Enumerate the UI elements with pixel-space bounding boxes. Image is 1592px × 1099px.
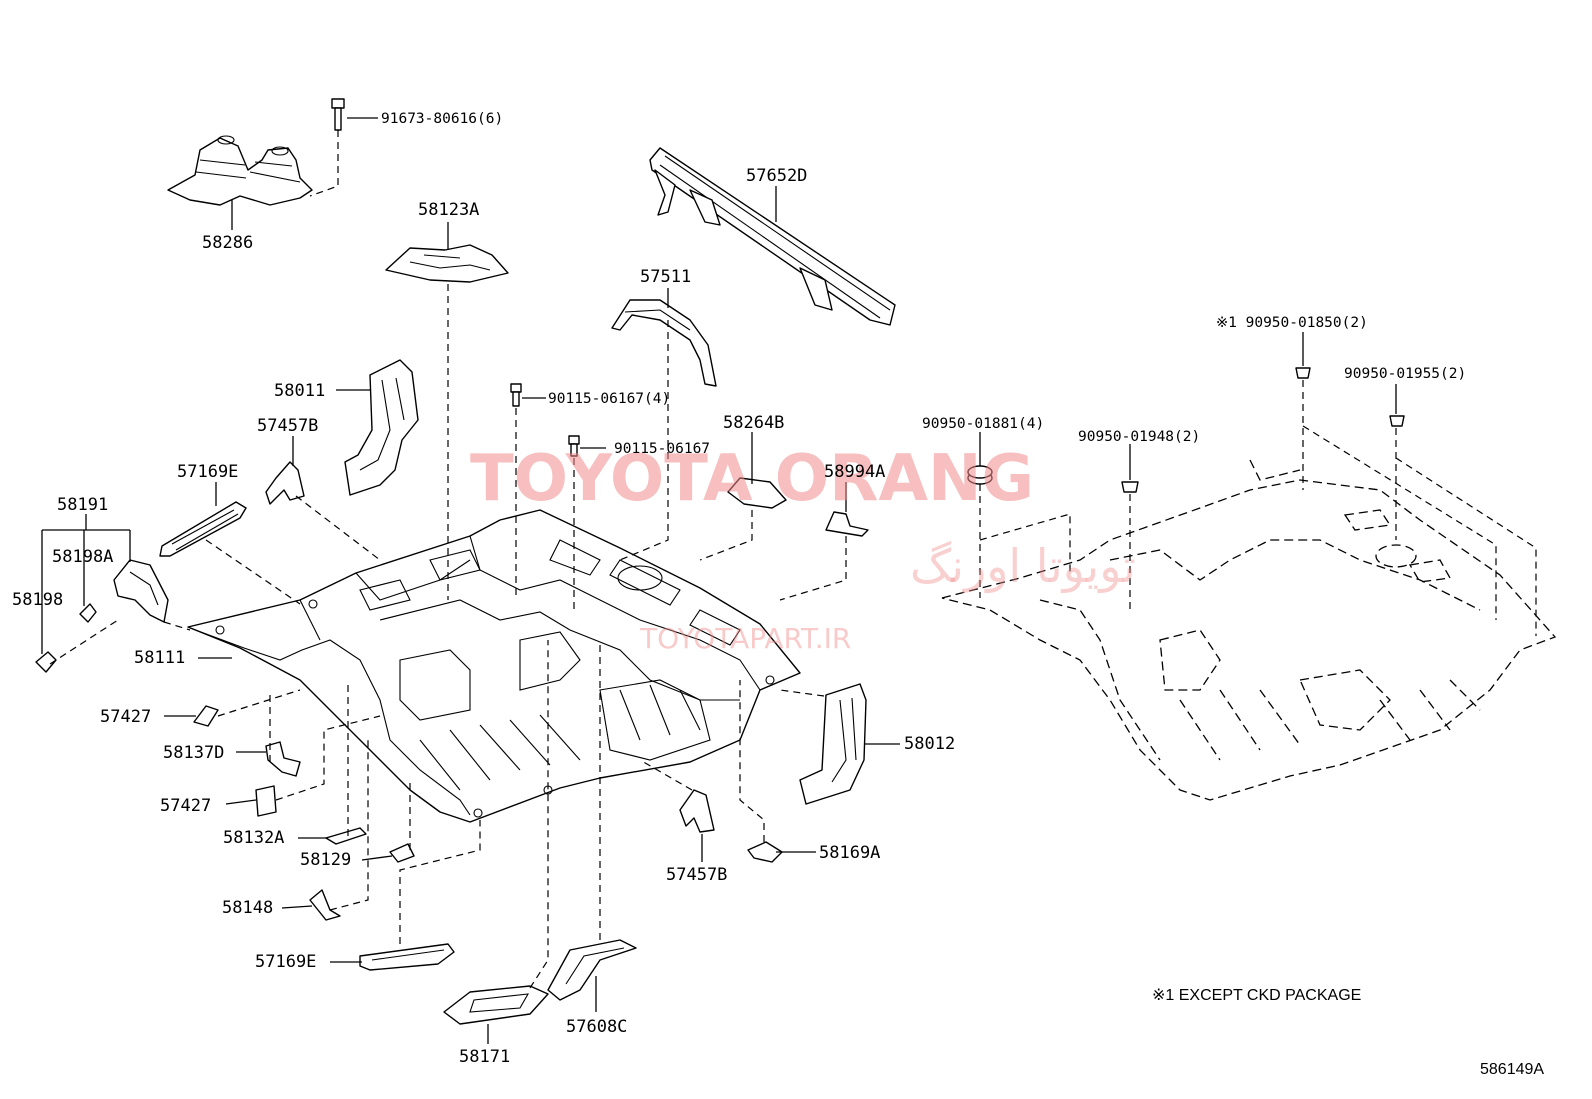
part-58011-panel — [344, 359, 419, 496]
bolt-90115-4-icon — [510, 383, 522, 407]
bolt-91673-icon — [331, 98, 345, 131]
plug-90950-01850-icon — [1295, 367, 1311, 379]
bolt-90115-icon — [568, 435, 580, 457]
label-58137D: 58137D — [163, 743, 224, 763]
label-90950-01881: 90950-01881(4) — [922, 416, 1044, 432]
label-57457B-top: 57457B — [257, 416, 318, 436]
clip-58198-icon — [35, 651, 57, 673]
clip-58198A-icon — [79, 603, 97, 623]
watermark-persian: تویوتا اورنگ — [910, 539, 1136, 594]
label-91673-80616: 91673-80616(6) — [381, 111, 503, 127]
label-57608C: 57608C — [566, 1017, 627, 1037]
part-57427-pad-b — [255, 785, 277, 817]
part-58012-panel — [799, 683, 867, 805]
label-90115-06167-4: 90115-06167(4) — [548, 391, 670, 407]
watermark: TOYOTA ORANG تویوتا اورنگ TOYOTAPART.IR — [470, 442, 1136, 655]
main-floor-pan — [187, 509, 801, 823]
plug-90950-01955-icon — [1389, 415, 1405, 427]
label-58111: 58111 — [134, 648, 185, 668]
label-58169A: 58169A — [819, 843, 880, 863]
plug-90950-01948-icon — [1121, 481, 1139, 493]
label-57169E-bottom: 57169E — [255, 952, 316, 972]
label-58123A: 58123A — [418, 200, 479, 220]
label-57427-b: 57427 — [160, 796, 211, 816]
label-58994A: 58994A — [824, 462, 885, 482]
label-58132A: 58132A — [223, 828, 284, 848]
label-58148: 58148 — [222, 898, 273, 918]
part-57608C-rail — [547, 939, 637, 1001]
label-90950-01948: 90950-01948(2) — [1078, 429, 1200, 445]
part-58171-plate — [443, 985, 549, 1025]
leader-lines — [41, 117, 1397, 1044]
part-58264B-cover — [727, 477, 787, 509]
footnote: ※1 EXCEPT CKD PACKAGE — [1152, 987, 1361, 1004]
part-57427-pad-a — [193, 705, 219, 727]
part-57457B-bottom — [679, 789, 715, 833]
watermark-url: TOYOTAPART.IR — [639, 622, 851, 655]
part-58123A-bracket — [385, 244, 509, 283]
label-58129: 58129 — [300, 850, 351, 870]
label-57427-a: 57427 — [100, 707, 151, 727]
part-57511-channel — [611, 299, 717, 387]
label-57652D: 57652D — [746, 166, 807, 186]
label-90950-01850: ※1 90950-01850(2) — [1216, 315, 1368, 331]
part-58148-bracket — [309, 889, 341, 921]
label-58011: 58011 — [274, 381, 325, 401]
label-58171: 58171 — [459, 1047, 510, 1067]
label-90115-06167: 90115-06167 — [614, 441, 710, 457]
diagram-code: 586149A — [1480, 1061, 1544, 1078]
part-57169E-top — [159, 501, 247, 557]
label-58264B: 58264B — [723, 413, 784, 433]
part-58137D-bracket — [265, 741, 301, 777]
label-57511: 57511 — [640, 267, 691, 287]
part-58198A-bracket — [113, 559, 169, 623]
label-58286: 58286 — [202, 233, 253, 253]
watermark-brand: TOYOTA ORANG — [470, 442, 1034, 516]
part-58994A-bracket — [825, 511, 869, 537]
label-58191: 58191 — [57, 495, 108, 515]
label-90950-01955: 90950-01955(2) — [1344, 366, 1466, 382]
part-58286-boot — [167, 135, 313, 206]
part-58169A-bracket — [747, 841, 783, 863]
label-58198A: 58198A — [52, 547, 113, 567]
part-57169E-bottom — [359, 943, 455, 971]
part-labels: 91673-80616(6) 58286 58123A 57652D 57511… — [12, 111, 1466, 1067]
part-58129-bracket — [389, 843, 415, 863]
label-58012: 58012 — [904, 734, 955, 754]
label-58198: 58198 — [12, 590, 63, 610]
label-57169E-top: 57169E — [177, 462, 238, 482]
label-57457B-bottom: 57457B — [666, 865, 727, 885]
alternate-floor-pan — [941, 459, 1557, 801]
assembly-dashed-lines — [49, 130, 1537, 989]
part-57652D-crossmember — [649, 147, 896, 326]
part-58132A-bracket — [325, 827, 367, 845]
